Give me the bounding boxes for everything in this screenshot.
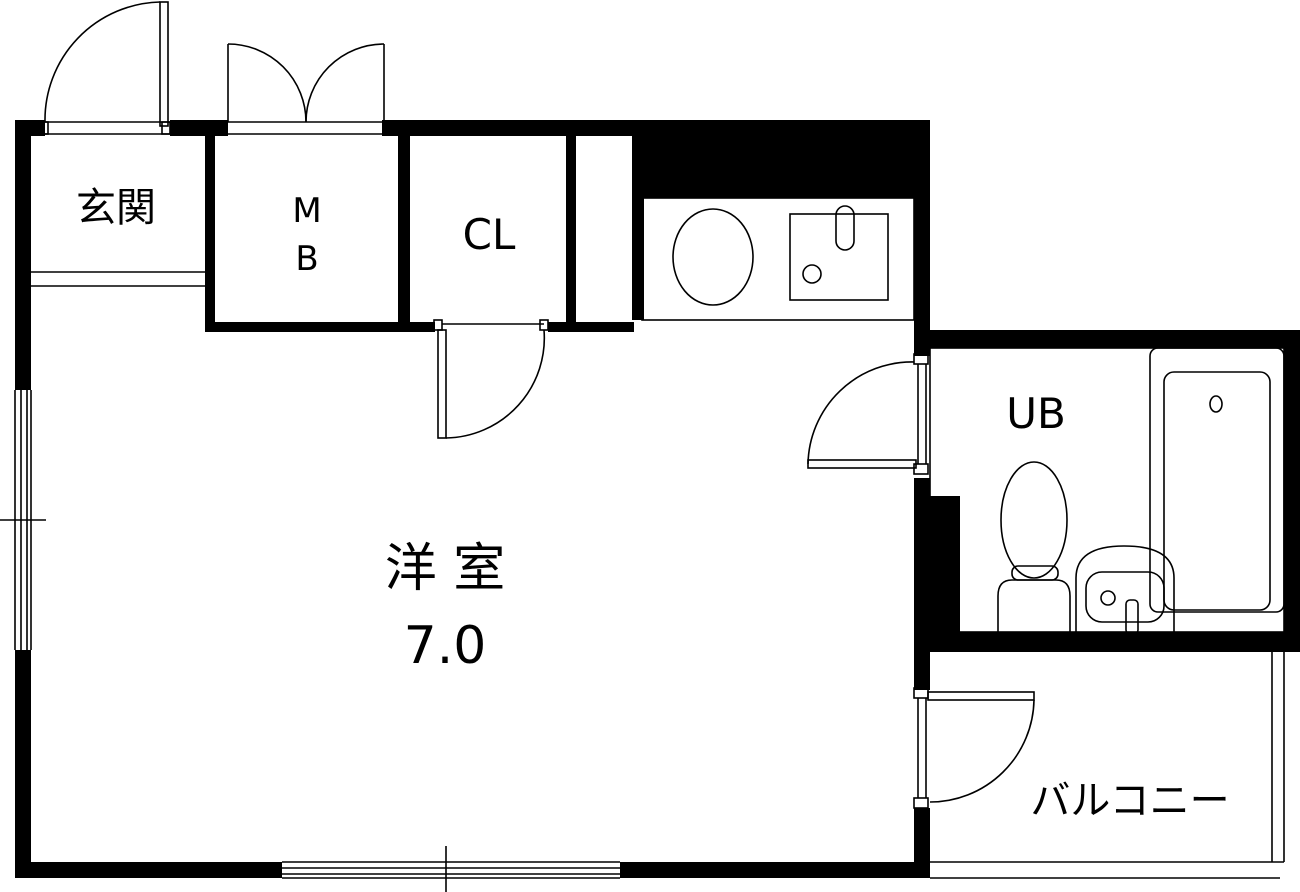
western-room-label: 洋 室 — [385, 539, 506, 599]
interior-walls — [31, 130, 634, 332]
toilet-icon — [997, 461, 1071, 634]
balcony-label: バルコニー — [1030, 778, 1229, 824]
kitchen-sink-icon — [789, 213, 889, 301]
stove-burner-icon — [672, 208, 754, 306]
closet-label: CL — [463, 210, 516, 259]
bathtub-icon — [1149, 347, 1285, 613]
western-room-size: 7.0 — [404, 616, 487, 676]
outer-walls — [15, 120, 1300, 878]
balcony-area — [930, 652, 1285, 879]
doors — [39, 1, 1035, 809]
mb-label-bottom: B — [295, 239, 318, 279]
windows — [0, 121, 620, 892]
unit-bath-fixtures — [929, 347, 1285, 635]
mb-label-top: M — [292, 191, 321, 231]
kitchen — [641, 197, 915, 321]
unit-bath-label: UB — [1006, 389, 1066, 438]
entrance-label: 玄関 — [76, 185, 156, 231]
wash-basin-icon — [1075, 545, 1175, 635]
